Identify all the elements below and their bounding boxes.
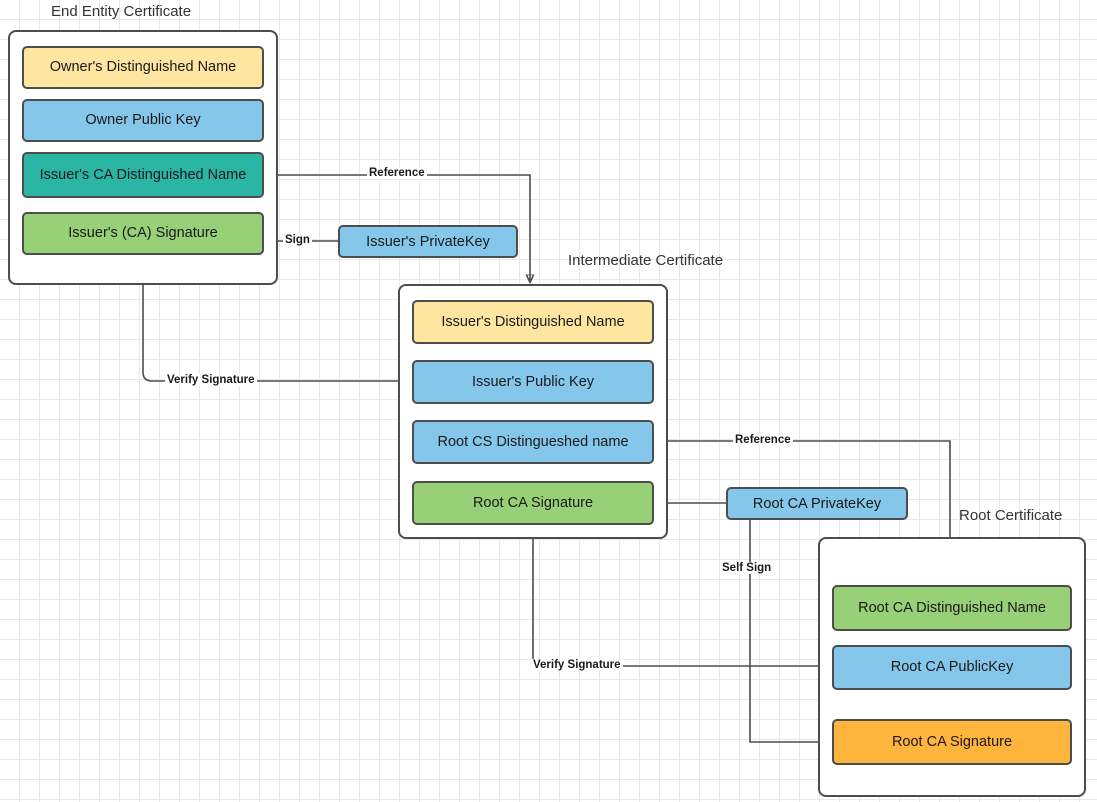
- edge-label-self-sign: Self Sign: [720, 562, 774, 574]
- end-entity-title: End Entity Certificate: [51, 3, 192, 20]
- field-issuer-ca-signature[interactable]: Issuer's (CA) Signature: [22, 212, 264, 255]
- field-root-ca-signature-intermediate[interactable]: Root CA Signature: [412, 481, 654, 525]
- field-root-ca-distinguished-name[interactable]: Root CA Distinguished Name: [832, 585, 1072, 631]
- field-issuer-distinguished-name[interactable]: Issuer's Distinguished Name: [412, 300, 654, 344]
- root-private-key-box[interactable]: Root CA PrivateKey: [726, 487, 908, 520]
- field-root-cs-distinguished-name[interactable]: Root CS Distingueshed name: [412, 420, 654, 464]
- field-issuer-ca-distinguished-name[interactable]: Issuer's CA Distinguished Name: [22, 152, 264, 198]
- root-title: Root Certificate: [959, 507, 1063, 524]
- edge-label-reference-bottom: Reference: [733, 434, 793, 446]
- wire-verify-bottom: [533, 524, 834, 667]
- edge-label-verify-top: Verify Signature: [165, 374, 257, 386]
- issuer-private-key-box[interactable]: Issuer's PrivateKey: [338, 225, 518, 258]
- field-root-ca-public-key[interactable]: Root CA PublicKey: [832, 645, 1072, 690]
- edge-label-reference-top: Reference: [367, 167, 427, 179]
- field-owner-distinguished-name[interactable]: Owner's Distinguished Name: [22, 46, 264, 89]
- edge-label-sign: Sign: [283, 234, 312, 246]
- edge-label-verify-bottom: Verify Signature: [531, 659, 623, 671]
- intermediate-title: Intermediate Certificate: [568, 252, 724, 269]
- field-issuer-public-key[interactable]: Issuer's Public Key: [412, 360, 654, 404]
- field-owner-public-key[interactable]: Owner Public Key: [22, 99, 264, 142]
- field-root-ca-signature-root[interactable]: Root CA Signature: [832, 719, 1072, 765]
